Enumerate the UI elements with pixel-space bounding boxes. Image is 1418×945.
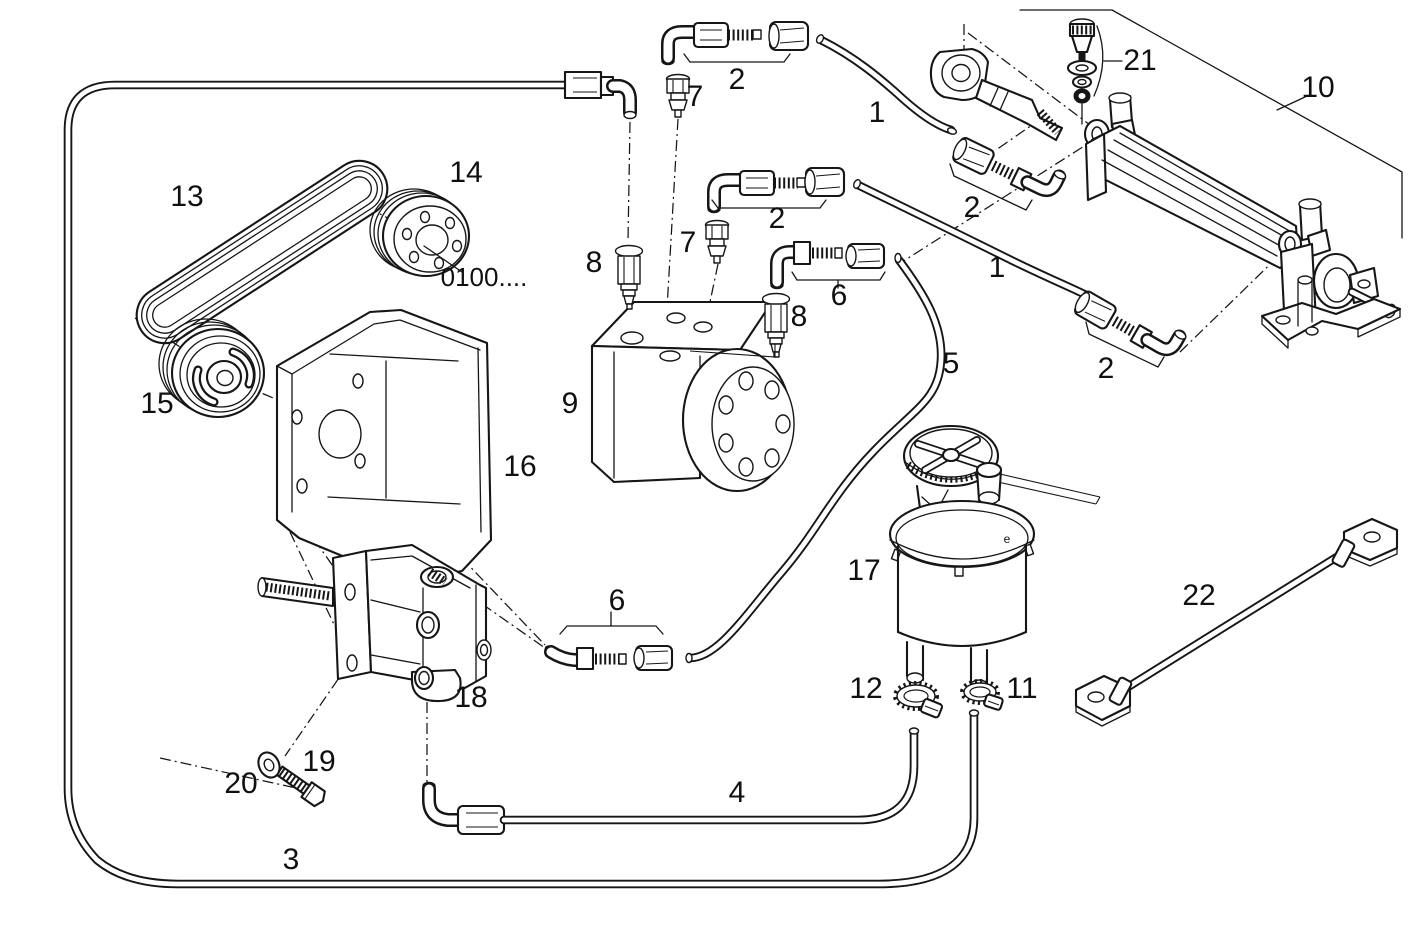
part-label-17-23: 17 bbox=[847, 554, 881, 587]
fitting-set-6a bbox=[770, 240, 886, 290]
part-label-22-28: 22 bbox=[1182, 579, 1216, 612]
part-label-2-5: 2 bbox=[1097, 352, 1115, 385]
v-belt bbox=[135, 159, 389, 345]
part-label-7-12: 7 bbox=[679, 226, 697, 259]
fitting-8a bbox=[614, 244, 644, 310]
part-label-2-3: 2 bbox=[768, 202, 786, 235]
part-label-6-9: 6 bbox=[830, 279, 848, 312]
part-label-5-8: 5 bbox=[942, 347, 960, 380]
part-label-0100-29: 0100.... bbox=[440, 262, 528, 292]
part-label-1-0: 1 bbox=[868, 96, 886, 129]
part-label-20-26: 20 bbox=[224, 767, 258, 800]
part-label-1-1: 1 bbox=[988, 251, 1006, 284]
oil-reservoir bbox=[888, 424, 1101, 691]
pulley-flange bbox=[369, 188, 471, 278]
fitting-set-6b bbox=[544, 611, 674, 672]
bleeder-valve-kit bbox=[1066, 18, 1123, 125]
part-label-9-15: 9 bbox=[561, 387, 579, 420]
part-label-15-21: 15 bbox=[140, 387, 174, 420]
part-label-3-6: 3 bbox=[282, 843, 300, 876]
part-label-13-19: 13 bbox=[170, 180, 204, 213]
part-label-12-18: 12 bbox=[849, 672, 883, 705]
hose-1a bbox=[815, 34, 958, 135]
fitting-set-2b bbox=[707, 166, 846, 214]
steering-valve bbox=[590, 300, 795, 493]
part-label-21-27: 21 bbox=[1123, 44, 1157, 77]
hose-clamp-11 bbox=[960, 679, 1004, 711]
part-label-10-16: 10 bbox=[1301, 71, 1335, 104]
part-label-2-2: 2 bbox=[728, 63, 746, 96]
part-label-e-30: e bbox=[1003, 532, 1011, 546]
fitting-7b bbox=[704, 219, 730, 264]
part-label-16-22: 16 bbox=[503, 450, 537, 483]
mounting-bracket bbox=[275, 308, 493, 584]
part-label-7-11: 7 bbox=[686, 80, 704, 113]
part-label-4-7: 4 bbox=[728, 776, 746, 809]
hose-5 bbox=[685, 252, 946, 664]
part-label-18-24: 18 bbox=[454, 681, 488, 714]
part-label-14-20: 14 bbox=[449, 156, 483, 189]
washer bbox=[257, 751, 281, 779]
part-label-8-13: 8 bbox=[585, 246, 603, 279]
fitting-set-2d bbox=[1074, 290, 1187, 368]
leader-0100 bbox=[423, 245, 463, 273]
hydraulic-pump bbox=[257, 543, 492, 703]
fitting-8b bbox=[689, 292, 791, 358]
fitting-set-2a bbox=[661, 20, 810, 66]
pulley bbox=[158, 318, 266, 419]
link-strap bbox=[1074, 517, 1399, 727]
steering-cylinder bbox=[929, 9, 1403, 349]
pressure-pipe-4 bbox=[422, 727, 920, 836]
return-hose-3 bbox=[63, 70, 980, 889]
part-label-8-14: 8 bbox=[790, 300, 808, 333]
part-label-11-17: 11 bbox=[1006, 672, 1038, 705]
fitting-set-2c bbox=[949, 137, 1067, 211]
part-label-19-25: 19 bbox=[302, 745, 336, 778]
bolt bbox=[275, 765, 326, 808]
part-label-2-4: 2 bbox=[963, 191, 981, 224]
part-label-6-10: 6 bbox=[608, 584, 626, 617]
hose-clamp-12 bbox=[893, 681, 944, 719]
